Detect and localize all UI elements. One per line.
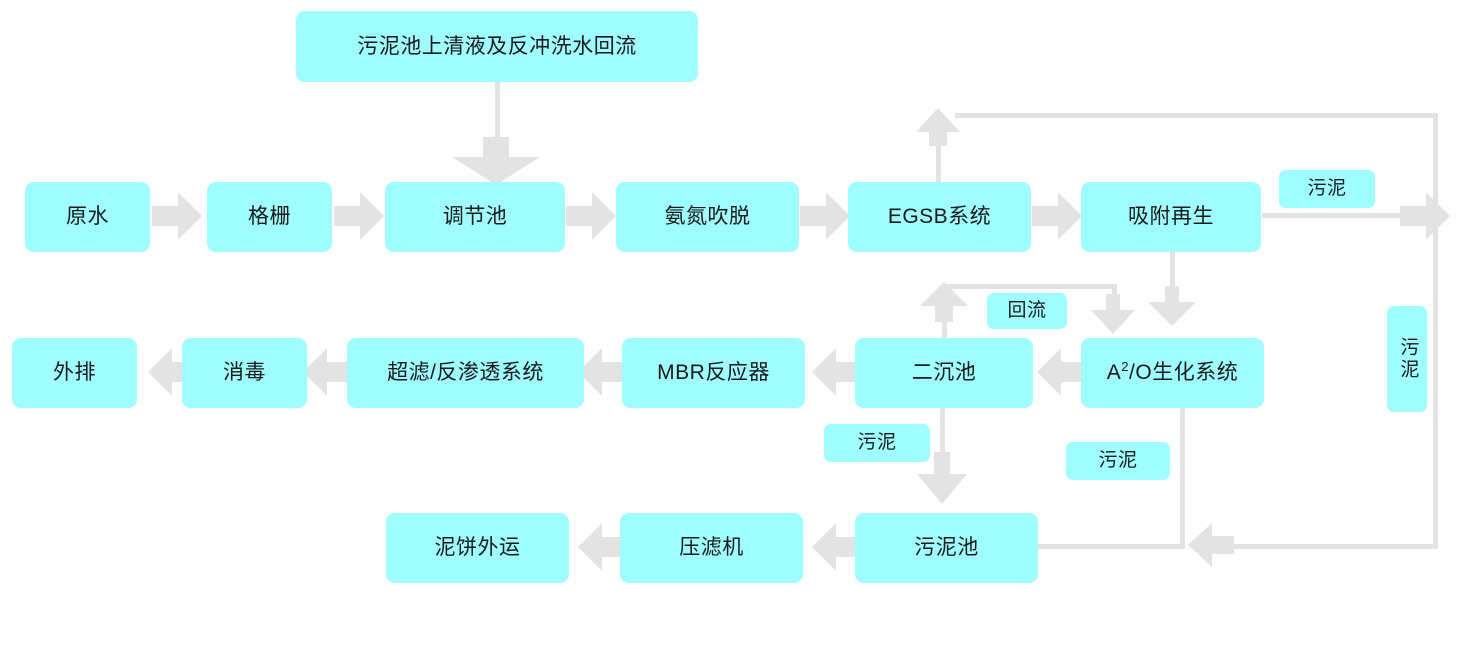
node-mud-cake-transport[interactable]: 泥饼外运 xyxy=(386,513,569,583)
arrow-left-mbr-to-uf xyxy=(578,348,624,396)
node-disinfection[interactable]: 消毒 xyxy=(182,338,307,408)
connector-return-flow-horizontal xyxy=(942,284,1117,289)
connector-egsb-return-stem xyxy=(936,130,941,185)
label-return-flow: 回流 xyxy=(987,293,1067,329)
connector-recycle-to-regulating-stem xyxy=(495,82,500,148)
label-sludge-adsorption: 污泥 xyxy=(1279,170,1375,208)
node-grille[interactable]: 格栅 xyxy=(207,182,332,252)
node-adsorption-regeneration[interactable]: 吸附再生 xyxy=(1081,182,1261,252)
arrow-right-adsorption-sludge-out xyxy=(1400,192,1450,240)
arrow-left-secondary-to-mbr xyxy=(812,348,858,396)
arrow-down-return-flow-to-ao xyxy=(1091,294,1135,334)
arrow-up-return-flow-to-secondary xyxy=(920,282,968,322)
arrow-left-filterpress-to-mudcake xyxy=(578,523,624,571)
arrow-left-sludgetank-to-filterpress xyxy=(812,523,858,571)
arrow-down-recycle-to-regulating xyxy=(452,137,540,185)
node-ao-label: A2/O生化系统 xyxy=(1106,359,1239,385)
arrow-right-raw-to-grille xyxy=(152,192,202,240)
arrow-left-bottom-return xyxy=(1188,523,1234,567)
label-sludge-right-vertical: 污泥 xyxy=(1387,306,1427,412)
arrow-down-adsorption-to-ao xyxy=(1148,286,1196,326)
node-filter-press[interactable]: 压滤机 xyxy=(620,513,803,583)
arrow-down-secondary-to-sludgetank xyxy=(917,452,967,504)
connector-ao-to-sludgetank-drop xyxy=(1180,408,1185,547)
node-regulating-tank[interactable]: 调节池 xyxy=(385,182,565,252)
node-discharge[interactable]: 外排 xyxy=(12,338,137,408)
connector-secondary-to-sludgetank-stem xyxy=(940,408,945,460)
node-egsb-system[interactable]: EGSB系统 xyxy=(848,182,1031,252)
arrow-right-stripping-to-egsb xyxy=(800,192,850,240)
connector-adsorption-to-ao-stem xyxy=(1170,252,1175,294)
node-secondary-sedimentation[interactable]: 二沉池 xyxy=(855,338,1033,408)
connector-adsorption-sludge-out xyxy=(1262,213,1404,218)
node-recycle-supernatant[interactable]: 污泥池上清液及反冲洗水回流 xyxy=(296,11,698,82)
node-ammonia-stripping[interactable]: 氨氮吹脱 xyxy=(616,182,799,252)
node-ao-biochemical-system[interactable]: A2/O生化系统 xyxy=(1081,338,1264,408)
node-raw-water[interactable]: 原水 xyxy=(25,182,150,252)
label-sludge-secondary: 污泥 xyxy=(824,424,930,462)
arrow-left-disinfection-to-discharge xyxy=(148,348,194,396)
label-sludge-ao: 污泥 xyxy=(1066,442,1170,480)
connector-ao-to-sludgetank-horizontal xyxy=(1037,544,1185,549)
arrow-left-ao-to-secondary xyxy=(1037,348,1083,396)
arrow-right-grille-to-regulating xyxy=(334,192,384,240)
node-sludge-tank[interactable]: 污泥池 xyxy=(855,513,1038,583)
arrow-left-uf-to-disinfection xyxy=(303,348,349,396)
arrow-right-egsb-to-adsorption xyxy=(1032,192,1082,240)
connector-top-return-horizontal xyxy=(955,113,1438,118)
connector-right-trunk-upper xyxy=(1433,113,1438,548)
node-mbr-reactor[interactable]: MBR反应器 xyxy=(622,338,805,408)
arrow-up-return-to-egsb xyxy=(916,108,960,146)
node-uf-ro-system[interactable]: 超滤/反渗透系统 xyxy=(347,338,584,408)
arrow-right-regulating-to-stripping xyxy=(566,192,616,240)
connector-bottom-return-horizontal xyxy=(1228,544,1438,549)
